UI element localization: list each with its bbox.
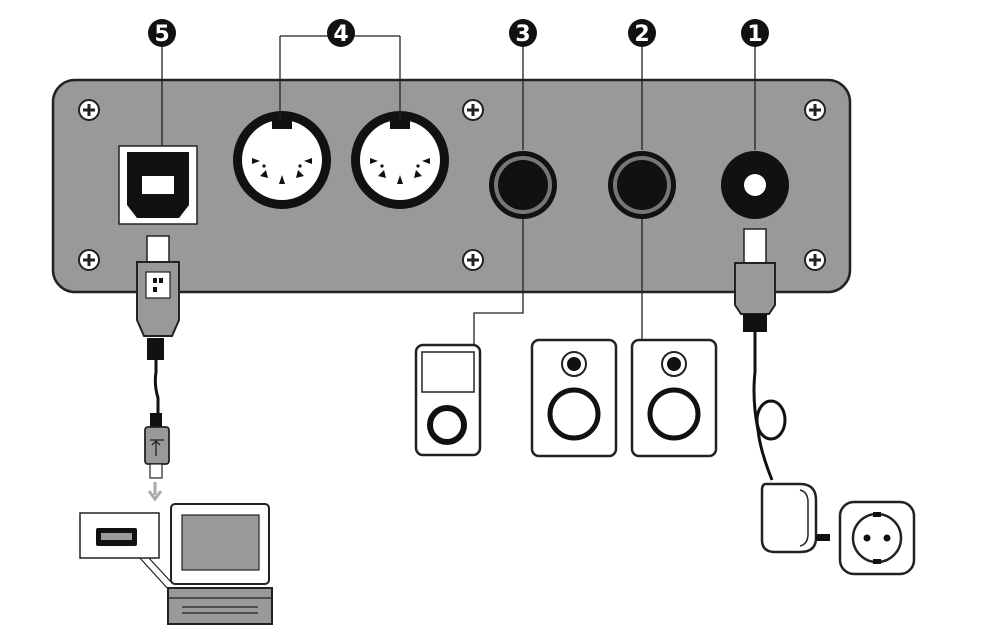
midi-din-socket-icon bbox=[351, 111, 449, 209]
usb-arrow bbox=[147, 482, 163, 502]
midi-din-socket-icon bbox=[233, 111, 331, 209]
screw-bottom-left bbox=[78, 249, 100, 271]
audio-jack-icon bbox=[489, 151, 557, 219]
speaker-icon bbox=[530, 338, 618, 458]
svg-text:4: 4 bbox=[333, 22, 348, 47]
marker-5: 5 bbox=[148, 19, 176, 47]
marker-2: 2 bbox=[628, 19, 656, 47]
svg-text:2: 2 bbox=[634, 22, 649, 47]
audio-jack-icon bbox=[608, 151, 676, 219]
screw-bottom-middle bbox=[462, 249, 484, 271]
svg-text:1: 1 bbox=[747, 22, 762, 47]
usb-b-port-icon bbox=[118, 145, 198, 225]
svg-text:3: 3 bbox=[515, 22, 530, 47]
svg-text:5: 5 bbox=[154, 22, 169, 47]
marker-4: 4 bbox=[327, 19, 355, 47]
screw-top-middle bbox=[462, 99, 484, 121]
usb-a-port-callout bbox=[79, 512, 172, 591]
screw-bottom-right bbox=[804, 249, 826, 271]
power-jack-icon bbox=[721, 151, 789, 219]
power-adapter-icon bbox=[760, 482, 830, 554]
callout-lines bbox=[161, 35, 756, 345]
marker-1: 1 bbox=[741, 19, 769, 47]
screw-top-left bbox=[78, 99, 100, 121]
media-player-icon bbox=[414, 343, 482, 457]
usb-cable bbox=[136, 235, 180, 479]
wall-socket-icon bbox=[838, 500, 916, 576]
speaker-icon bbox=[630, 338, 718, 458]
screw-top-right bbox=[804, 99, 826, 121]
marker-3: 3 bbox=[509, 19, 537, 47]
computer-icon bbox=[167, 503, 273, 625]
power-cable bbox=[734, 228, 787, 481]
